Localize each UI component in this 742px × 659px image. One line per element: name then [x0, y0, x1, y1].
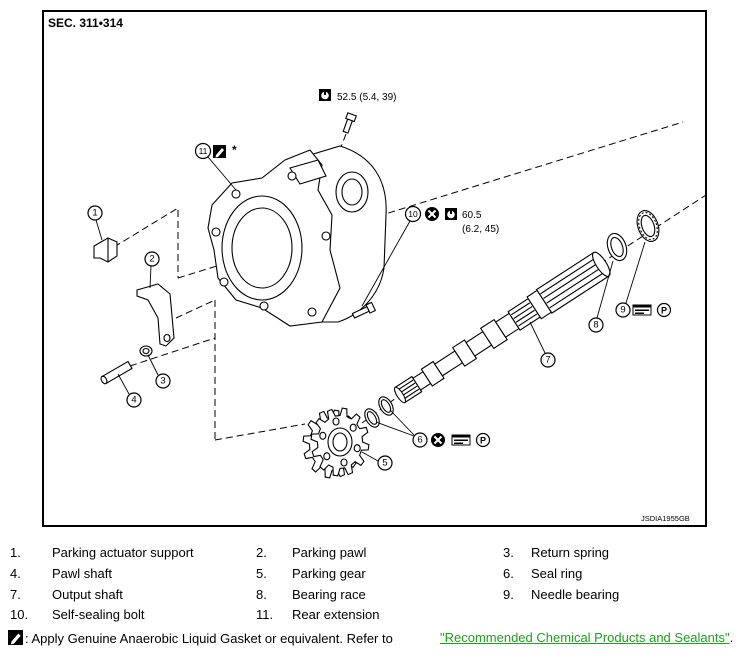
svg-text:7: 7 [545, 355, 550, 366]
rear-extension [207, 145, 387, 327]
svg-text:10: 10 [408, 209, 418, 219]
callout-1: 1 [87, 205, 103, 241]
svg-text:8: 8 [593, 320, 598, 331]
petroleum-jelly-icon: P [656, 302, 672, 318]
output-shaft-spline [549, 271, 606, 309]
bearing-race [606, 232, 628, 262]
callout-8: 8 [588, 260, 614, 333]
legend-item-4-number: 4. [10, 566, 21, 581]
sealant-note-text: : Apply Genuine Anaerobic Liquid Gasket … [25, 631, 393, 646]
output-shaft-spline [540, 257, 597, 295]
callout-7: 7 [529, 321, 556, 368]
output-shaft-spline [543, 262, 600, 299]
legend-item-1-number: 1. [10, 545, 21, 560]
parking-gear-window [349, 423, 357, 432]
callout-9: 9 [615, 241, 646, 318]
parking-pawl [136, 283, 175, 347]
parking-gear-window [353, 444, 361, 453]
lubricate-icon [451, 434, 471, 446]
output-shaft-spline [403, 388, 420, 400]
svg-text:P: P [661, 306, 667, 316]
callout-11: 11 [194, 142, 237, 191]
output-shaft-spline [546, 266, 603, 304]
callout-3: 3 [147, 354, 171, 389]
asterisk-mark: * [232, 143, 237, 157]
legend-item-6-number: 6. [503, 566, 514, 581]
svg-text:9: 9 [620, 305, 625, 316]
output-shaft-spline [518, 313, 538, 327]
svg-text:2: 2 [149, 254, 154, 265]
replace-icon [431, 433, 445, 447]
legend-item-9-number: 9. [503, 587, 514, 602]
legend-item-7-label: Output shaft [52, 587, 123, 602]
legend-item-11-label: Rear extension [292, 607, 380, 622]
legend-item-7-number: 7. [10, 587, 21, 602]
self-sealing-bolt-torque-units: (6.2, 45) [462, 224, 499, 235]
output-shaft-spline [399, 382, 416, 394]
petroleum-jelly-icon: P [475, 432, 491, 448]
parking-gear-window [319, 431, 327, 440]
svg-text:P: P [480, 436, 486, 446]
sealant-note-period: . [729, 630, 734, 645]
parking-gear [302, 407, 370, 479]
legend-item-3-label: Return spring [531, 545, 610, 560]
parking-gear-window [340, 458, 348, 467]
svg-text:5: 5 [382, 458, 387, 469]
output-shaft-front-end [393, 386, 407, 404]
sealant-icon [8, 630, 23, 649]
output-shaft-spline [397, 379, 414, 391]
legend-item-8-number: 8. [256, 587, 267, 602]
legend-item-1-label: Parking actuator support [52, 545, 194, 560]
callout-2: 2 [144, 251, 160, 289]
self-sealing-bolt [351, 301, 377, 319]
callout-5: 5 [361, 451, 393, 471]
parking-actuator-support [93, 237, 118, 263]
chemical-products-link[interactable]: "Recommended Chemical Products and Seala… [440, 630, 730, 645]
legend-item-8-label: Bearing race [292, 587, 366, 602]
replace-icon [425, 207, 439, 221]
torque-wrench-icon [319, 89, 331, 101]
exploded-view-diagram: SEC. 311•314 [42, 10, 707, 527]
parking-gear-spline-bore [332, 432, 348, 452]
output-shaft [393, 251, 611, 404]
parking-gear-window [323, 452, 331, 461]
output-shaft-spline [513, 306, 533, 320]
svg-text:6: 6 [417, 435, 422, 446]
legend-item-2-label: Parking pawl [292, 545, 367, 560]
self-sealing-bolt-torque-value: 60.5 [462, 210, 482, 221]
legend-item-4-label: Pawl shaft [52, 566, 112, 581]
torque-wrench-icon [445, 208, 457, 220]
callout-6: 6 [375, 409, 428, 448]
parking-gear-window [332, 417, 340, 426]
svg-text:4: 4 [131, 395, 136, 406]
output-shaft-spline [511, 302, 531, 316]
section-label: SEC. 311•314 [48, 16, 123, 30]
pawl-shaft [100, 360, 133, 385]
legend-item-5-label: Parking gear [292, 566, 366, 581]
callout-4: 4 [117, 373, 142, 408]
output-shaft-spline [515, 309, 535, 323]
legend-item-6-label: Seal ring [531, 566, 583, 581]
legend-item-11-number: 11. [256, 607, 274, 622]
legend-item-9-label: Needle bearing [531, 587, 620, 602]
sealant-note: : Apply Genuine Anaerobic Liquid Gasket … [8, 630, 733, 649]
needle-bearing [636, 210, 660, 242]
svg-text:1: 1 [92, 208, 97, 219]
legend-item-3-number: 3. [503, 545, 514, 560]
svg-text:11: 11 [199, 146, 208, 156]
legend-item-2-number: 2. [256, 545, 267, 560]
upper-bolt [342, 112, 357, 134]
callout-10: 10 [361, 205, 422, 307]
upper-bolt-torque-spec: 52.5 (5.4, 39) [337, 92, 396, 103]
legend-item-10-label: Self-sealing bolt [52, 607, 145, 622]
figure-code: JSDIA1955GB [641, 514, 690, 523]
return-spring [139, 345, 153, 357]
legend-item-10-number: 10. [10, 607, 29, 622]
sealant-icon [213, 145, 226, 158]
output-shaft-spline [401, 385, 418, 397]
legend-item-5-number: 5. [256, 566, 267, 581]
seal-rings [364, 396, 394, 428]
svg-text:3: 3 [160, 376, 165, 387]
lubricate-icon [632, 304, 652, 316]
